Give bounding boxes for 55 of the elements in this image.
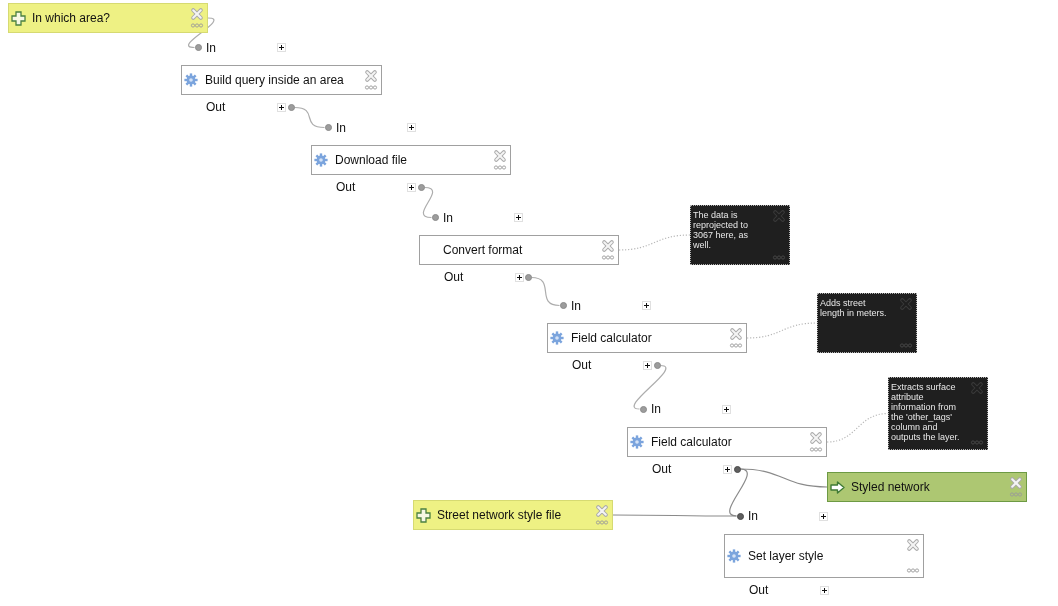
box-label: Build query inside an area bbox=[205, 73, 344, 87]
port-dot bbox=[194, 44, 202, 51]
box-label: Convert format bbox=[443, 243, 523, 257]
box-label: In which area? bbox=[32, 11, 111, 25]
comment-text: Adds street length in meters. bbox=[820, 298, 888, 318]
comment-box bbox=[690, 205, 790, 265]
port-label: Out bbox=[749, 583, 769, 597]
port-dot bbox=[639, 405, 647, 413]
comment-box bbox=[888, 377, 988, 450]
connector bbox=[422, 186, 434, 219]
comment-box bbox=[817, 293, 917, 353]
port-dot bbox=[733, 465, 741, 473]
box-label: Street network style file bbox=[437, 508, 562, 522]
dotted-connector bbox=[618, 234, 691, 251]
connector bbox=[729, 468, 748, 517]
box-label: Field calculator bbox=[651, 435, 732, 449]
process-box bbox=[547, 323, 747, 353]
output-box bbox=[827, 472, 1027, 502]
port-label: In bbox=[206, 40, 216, 55]
port-dot bbox=[287, 104, 295, 111]
process-box bbox=[724, 534, 924, 578]
process-box bbox=[311, 145, 511, 175]
port-dot bbox=[524, 274, 532, 281]
dotted-connector bbox=[826, 412, 889, 443]
port-dot bbox=[431, 214, 439, 221]
box-label: Field calculator bbox=[571, 331, 652, 345]
box-label: Set layer style bbox=[748, 549, 824, 563]
process-box bbox=[627, 427, 827, 457]
port-dot bbox=[559, 302, 567, 309]
port-dot bbox=[653, 362, 661, 369]
port-label: Out bbox=[206, 100, 226, 114]
process-box bbox=[419, 235, 619, 265]
port-label: Out bbox=[572, 358, 592, 372]
box-label: Styled network bbox=[851, 480, 930, 494]
port-label: In bbox=[443, 210, 453, 225]
comment-text: The data is reprojected to 3067 here, as well. bbox=[693, 210, 750, 250]
connector bbox=[293, 106, 326, 129]
port-label: Out bbox=[444, 270, 464, 284]
input-box bbox=[8, 3, 208, 33]
port-label: Out bbox=[652, 462, 672, 476]
port-label: In bbox=[571, 298, 581, 313]
comment-text: Extracts surface attribute information from the 'other_tags' column and outputs the layer. bbox=[891, 382, 961, 442]
connector bbox=[530, 276, 561, 307]
connector bbox=[612, 514, 738, 517]
port-label: In bbox=[748, 509, 758, 523]
process-box bbox=[181, 65, 382, 95]
port-label: In bbox=[336, 120, 346, 135]
port-dot bbox=[324, 124, 332, 131]
port-dot bbox=[417, 184, 425, 191]
port-dot bbox=[736, 512, 744, 520]
port-label: In bbox=[651, 402, 661, 416]
port-label: Out bbox=[336, 180, 356, 194]
input-box bbox=[413, 500, 613, 530]
dotted-connector bbox=[746, 322, 818, 339]
box-label: Download file bbox=[335, 153, 408, 167]
